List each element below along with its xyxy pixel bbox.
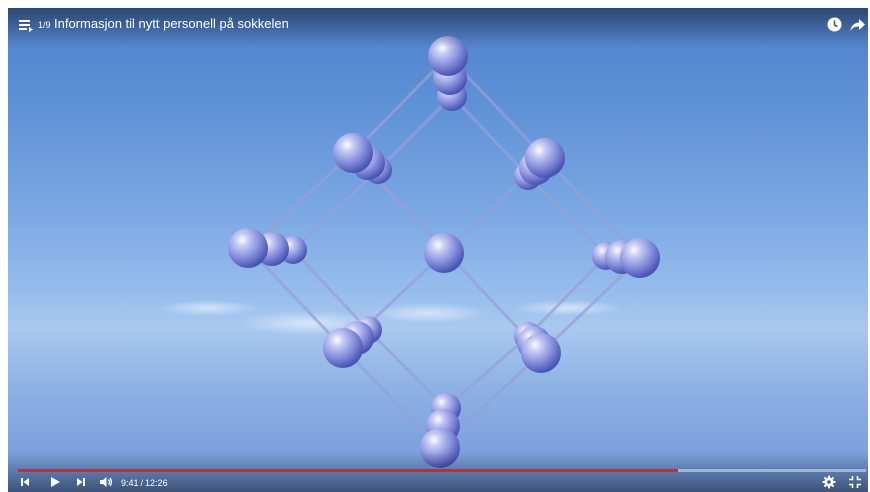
top-bar: 1/9 Informasjon til nytt personell på so… — [8, 8, 868, 48]
controls-background — [8, 452, 868, 492]
exit-fullscreen-icon[interactable] — [848, 475, 862, 489]
progress-played — [18, 469, 679, 472]
progress-bar[interactable] — [18, 469, 866, 472]
time-separator: / — [140, 478, 144, 488]
playlist-position: 1/9 — [38, 20, 51, 30]
share-icon[interactable] — [849, 16, 866, 33]
playlist-icon[interactable] — [18, 17, 34, 33]
player-controls: 9:41/12:26 — [8, 474, 868, 492]
play-icon[interactable] — [48, 475, 62, 489]
video-title[interactable]: Informasjon til nytt personell på sokkel… — [54, 16, 289, 31]
settings-gear-icon[interactable] — [822, 475, 836, 489]
horizon-clouds — [158, 300, 623, 335]
video-player[interactable]: 1/9 Informasjon til nytt personell på so… — [8, 8, 868, 492]
current-time: 9:41 — [121, 478, 139, 488]
next-icon[interactable] — [74, 475, 88, 489]
duration: 12:26 — [145, 478, 168, 488]
watch-later-icon[interactable] — [826, 16, 843, 33]
previous-icon[interactable] — [18, 475, 32, 489]
video-frame — [158, 36, 660, 468]
time-display: 9:41/12:26 — [121, 477, 168, 489]
lattice-bonds — [246, 54, 642, 450]
volume-icon[interactable] — [99, 475, 113, 489]
lattice-atoms — [228, 36, 660, 468]
